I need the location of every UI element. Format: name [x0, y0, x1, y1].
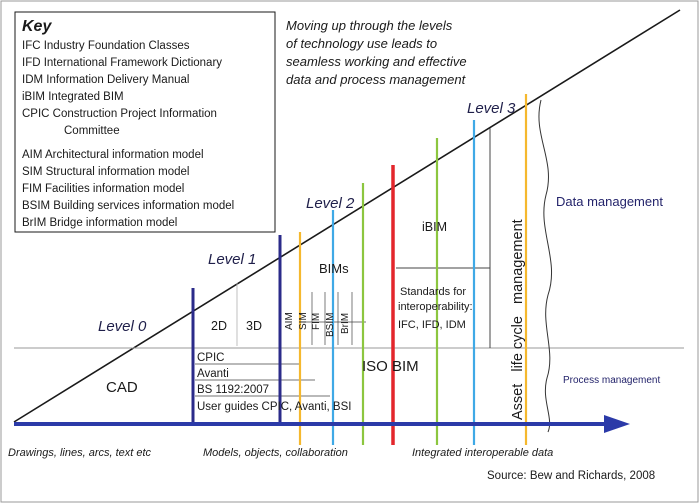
key-line-ifc: IFC Industry Foundation Classes [22, 40, 190, 52]
brim-label: BrIM [340, 313, 351, 334]
key-line-idm: IDM Information Delivery Manual [22, 74, 189, 86]
aim-label: AIM [284, 312, 295, 330]
ibim-label: iBIM [422, 220, 447, 234]
user-guides-row-label: User guides CPIC, Avanti, BSI [197, 401, 351, 413]
data-management-label: Data management [556, 194, 663, 209]
tagline-line-4: data and process management [286, 72, 467, 87]
bottom-label-drawings: Drawings, lines, arcs, text etc [8, 447, 152, 459]
key-line-aim: AIM Architectural information model [22, 149, 204, 161]
key-box [14, 11, 276, 233]
bsim-label: BSIM [325, 313, 336, 337]
standards-line-2: interoperability: [398, 301, 473, 313]
wavy-boundary-line [538, 99, 552, 433]
key-line-ifd: IFD International Framework Dictionary [22, 57, 222, 69]
level-2-label: Level 2 [306, 195, 355, 212]
tagline-line-3: seamless working and effective [286, 54, 467, 69]
sim-label: SIM [298, 312, 309, 330]
process-management-label: Process management [563, 375, 660, 386]
level-3-label: Level 3 [467, 100, 516, 117]
key-line-cpic: CPIC Construction Project Information [22, 108, 217, 120]
key-line-fim: FIM Facilities information model [22, 183, 184, 195]
fim-label: FIM [311, 313, 322, 330]
source-citation: Source: Bew and Richards, 2008 [487, 470, 655, 482]
cpic-row-label: CPIC [197, 352, 224, 364]
iso-bim-label: ISO BIM [362, 358, 419, 375]
maturity-diagonal-line [13, 9, 681, 423]
level-1-label: Level 1 [208, 251, 256, 268]
key-line-committee: Committee [64, 125, 120, 137]
tagline-line-1: Moving up through the levels [286, 18, 453, 33]
avanti-row-label: Avanti [197, 368, 229, 380]
key-line-sim: SIM Structural information model [22, 166, 189, 178]
tagline-line-2: of technology use leads to [286, 36, 437, 51]
2d-label: 2D [211, 319, 227, 333]
3d-label: 3D [246, 319, 262, 333]
bottom-label-integrated: Integrated interoperable data [412, 447, 553, 459]
standards-line-3: IFC, IFD, IDM [398, 319, 466, 331]
key-line-ibim: iBIM Integrated BIM [22, 91, 124, 103]
cad-label: CAD [106, 379, 138, 396]
standards-line-1: Standards for [400, 286, 466, 298]
bs1192-row-label: BS 1192:2007 [197, 384, 269, 396]
level-0-label: Level 0 [98, 318, 147, 335]
asset-lifecycle-label: Asset life cycle management [510, 219, 526, 420]
key-line-bsim: BSIM Building services information model [22, 200, 234, 212]
bottom-label-models: Models, objects, collaboration [203, 447, 348, 459]
bims-label: BIMs [319, 261, 349, 276]
timeline-arrow-head [604, 415, 630, 433]
key-title: Key [22, 18, 52, 35]
key-line-brim: BrIM Bridge information model [22, 217, 177, 229]
